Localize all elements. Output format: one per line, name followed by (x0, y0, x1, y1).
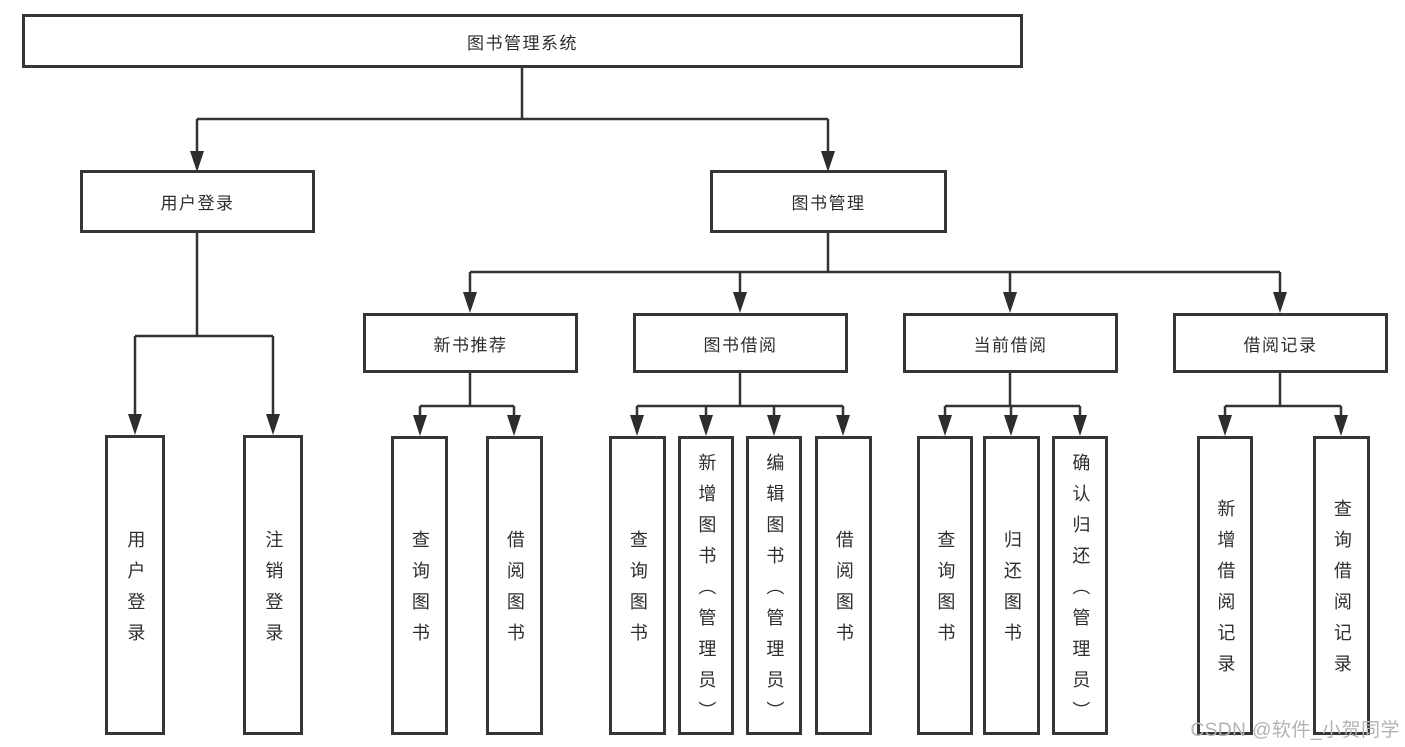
leaf-user-login: 用户登录 (105, 435, 165, 735)
node-label: 图书借阅 (703, 335, 778, 355)
leaf-label: 查询图书 (935, 530, 956, 654)
leaf-query-borrowing-record: 查询借阅记录 (1313, 436, 1370, 735)
connectors-root (190, 68, 835, 172)
leaf-label: 归还图书 (1001, 530, 1022, 654)
leaf-query-books-borrowing: 查询图书 (609, 436, 666, 735)
connectors-new-book-recommend (413, 373, 521, 436)
connectors-user-login (128, 233, 280, 435)
connectors-book-borrowing (630, 373, 850, 436)
leaf-label: 编辑图书（管理员） (764, 452, 785, 732)
leaf-query-books-current: 查询图书 (917, 436, 973, 735)
leaf-label: 新增借阅记录 (1215, 499, 1236, 685)
leaf-borrow-books-borrowing: 借阅图书 (815, 436, 872, 735)
leaf-label: 注销登录 (263, 529, 284, 654)
node-book-management: 图书管理 (710, 170, 947, 233)
leaf-label: 用户登录 (125, 529, 146, 654)
node-user-login: 用户登录 (80, 170, 315, 233)
node-current-borrowing: 当前借阅 (903, 313, 1118, 373)
node-borrowing-records: 借阅记录 (1173, 313, 1388, 373)
node-label: 用户登录 (160, 194, 235, 213)
node-label: 新书推荐 (433, 335, 508, 355)
leaf-label: 查询图书 (409, 530, 430, 654)
node-library-management-system: 图书管理系统 (22, 14, 1023, 68)
leaf-label: 查询借阅记录 (1331, 499, 1352, 685)
leaf-edit-book-admin: 编辑图书（管理员） (746, 436, 802, 735)
leaf-logout: 注销登录 (243, 435, 303, 735)
node-label: 借阅记录 (1243, 335, 1318, 355)
connectors-book-management (463, 233, 1287, 313)
csdn-watermark: CSDN @软件_小贺同学 (1190, 720, 1400, 741)
node-label: 图书管理 (791, 194, 866, 213)
node-book-borrowing: 图书借阅 (633, 313, 848, 373)
leaf-label: 确认归还（管理员） (1070, 452, 1091, 732)
leaf-return-books: 归还图书 (983, 436, 1040, 735)
connectors-current-borrowing (938, 373, 1087, 436)
leaf-label: 借阅图书 (833, 530, 854, 654)
leaf-add-book-admin: 新增图书（管理员） (678, 436, 734, 735)
leaf-add-borrowing-record: 新增借阅记录 (1197, 436, 1253, 735)
leaf-borrow-books-recommend: 借阅图书 (486, 436, 543, 735)
connectors-borrowing-records (1218, 373, 1348, 436)
node-label: 图书管理系统 (467, 33, 578, 53)
leaf-label: 借阅图书 (504, 530, 525, 654)
node-label: 当前借阅 (973, 335, 1048, 355)
node-new-book-recommend: 新书推荐 (363, 313, 578, 373)
leaf-query-books-recommend: 查询图书 (391, 436, 448, 735)
leaf-label: 新增图书（管理员） (696, 452, 717, 732)
leaf-label: 查询图书 (627, 530, 648, 654)
leaf-confirm-return-admin: 确认归还（管理员） (1052, 436, 1108, 735)
